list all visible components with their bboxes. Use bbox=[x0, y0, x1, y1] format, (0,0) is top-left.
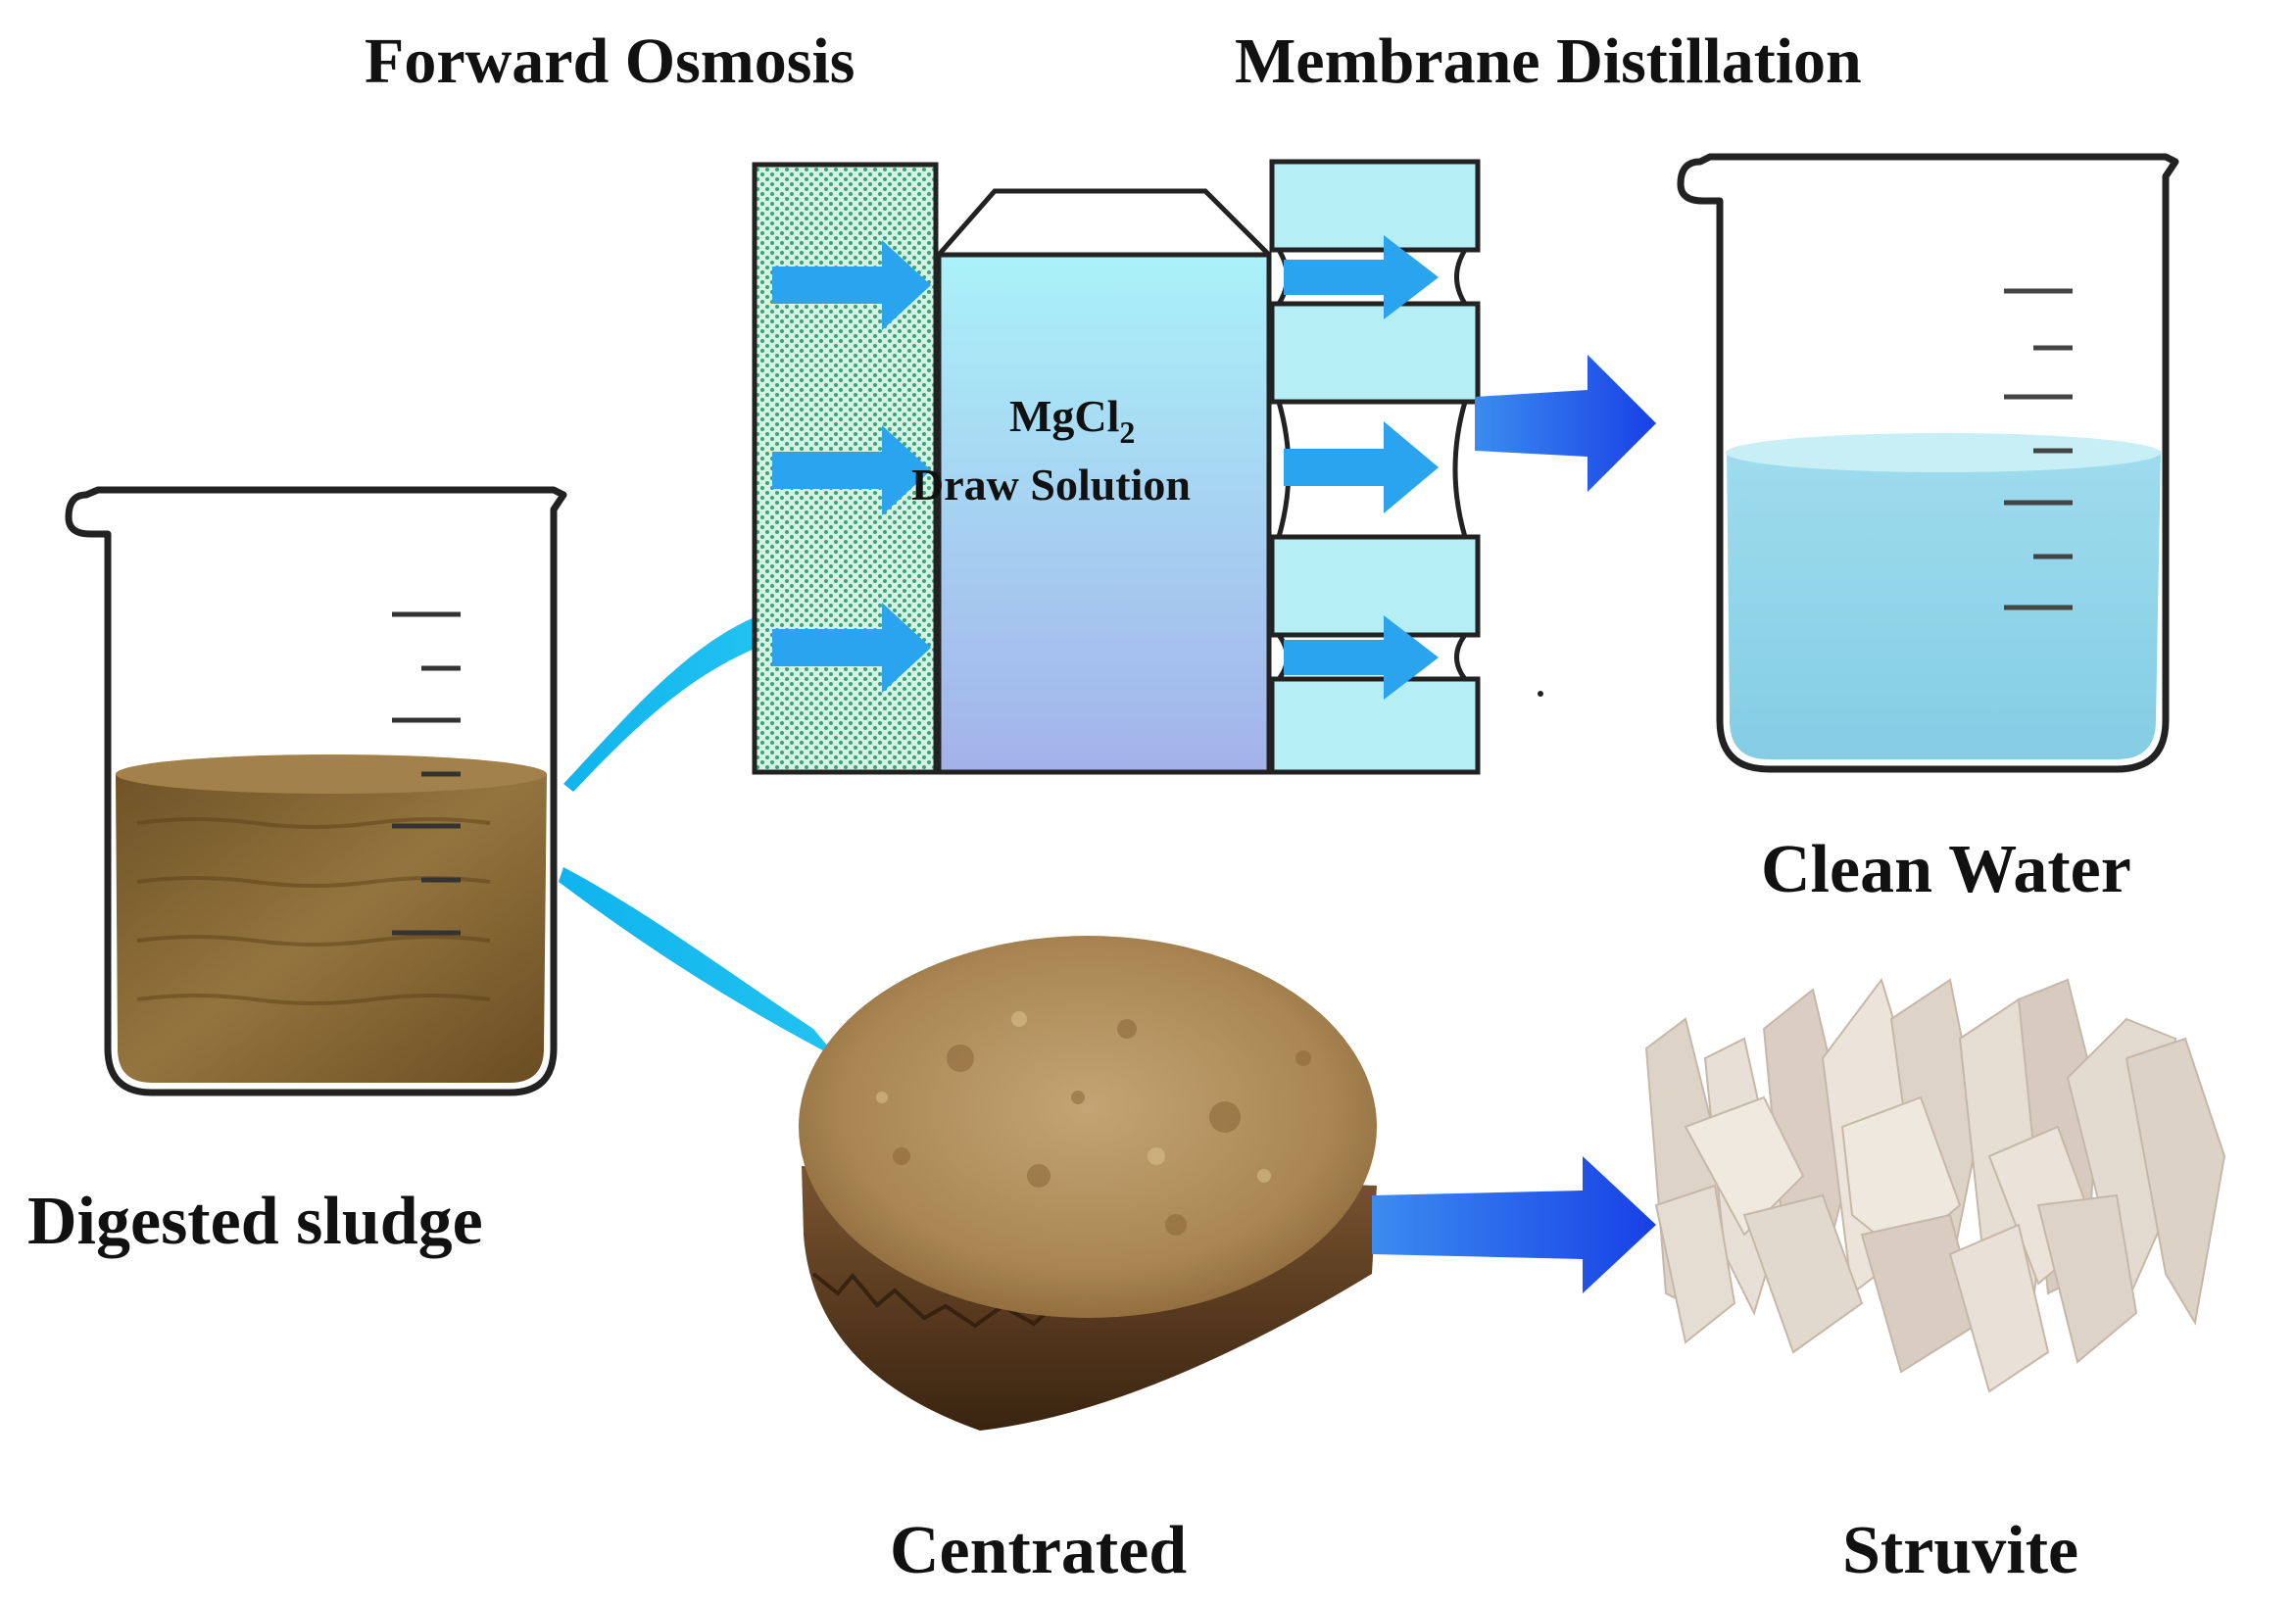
clean-water-label: Clean Water bbox=[1761, 832, 2131, 907]
forward-osmosis-title: Forward Osmosis bbox=[365, 25, 855, 97]
sludge-liquid bbox=[116, 759, 547, 1083]
arrow-to-clean-water bbox=[1475, 355, 1656, 492]
water-liquid bbox=[1727, 441, 2161, 759]
draw-solution-chamber bbox=[936, 188, 1272, 775]
fo-arrow bbox=[772, 425, 931, 515]
md-arrow bbox=[1284, 421, 1439, 513]
membrane-distillation-title: Membrane Distillation bbox=[1235, 25, 1862, 97]
md-arrow bbox=[1284, 615, 1439, 700]
fo-arrows bbox=[772, 240, 931, 693]
water-surface bbox=[1726, 433, 2161, 472]
fo-arrow bbox=[772, 240, 931, 330]
struvite-crystals bbox=[1644, 977, 2226, 1393]
centrated-cake bbox=[799, 936, 1377, 1431]
stray-dot bbox=[1538, 691, 1543, 697]
sludge-surface bbox=[116, 754, 547, 794]
sludge-beaker-graduations bbox=[392, 611, 461, 936]
md-arrow bbox=[1284, 235, 1439, 319]
digested-sludge-beaker bbox=[65, 486, 567, 1096]
digested-sludge-label: Digested sludge bbox=[27, 1184, 483, 1259]
water-beaker-outline bbox=[1677, 153, 2179, 773]
draw-solution-formula: MgCl2 bbox=[1009, 391, 1135, 450]
md-arrows bbox=[1284, 235, 1439, 700]
water-beaker-graduations bbox=[2004, 288, 2073, 610]
connector-to-forward-osmosis bbox=[563, 617, 759, 792]
cake-top bbox=[799, 936, 1377, 1318]
fo-arrow bbox=[772, 603, 931, 693]
draw-solution-label: Draw Solution bbox=[911, 460, 1191, 510]
struvite-label: Struvite bbox=[1842, 1513, 2079, 1588]
arrow-to-struvite bbox=[1372, 1156, 1656, 1293]
centrated-label: Centrated bbox=[890, 1513, 1188, 1588]
clean-water-beaker bbox=[1677, 153, 2179, 773]
sludge-beaker-outline bbox=[65, 486, 567, 1096]
connector-to-centrate bbox=[559, 867, 838, 1058]
